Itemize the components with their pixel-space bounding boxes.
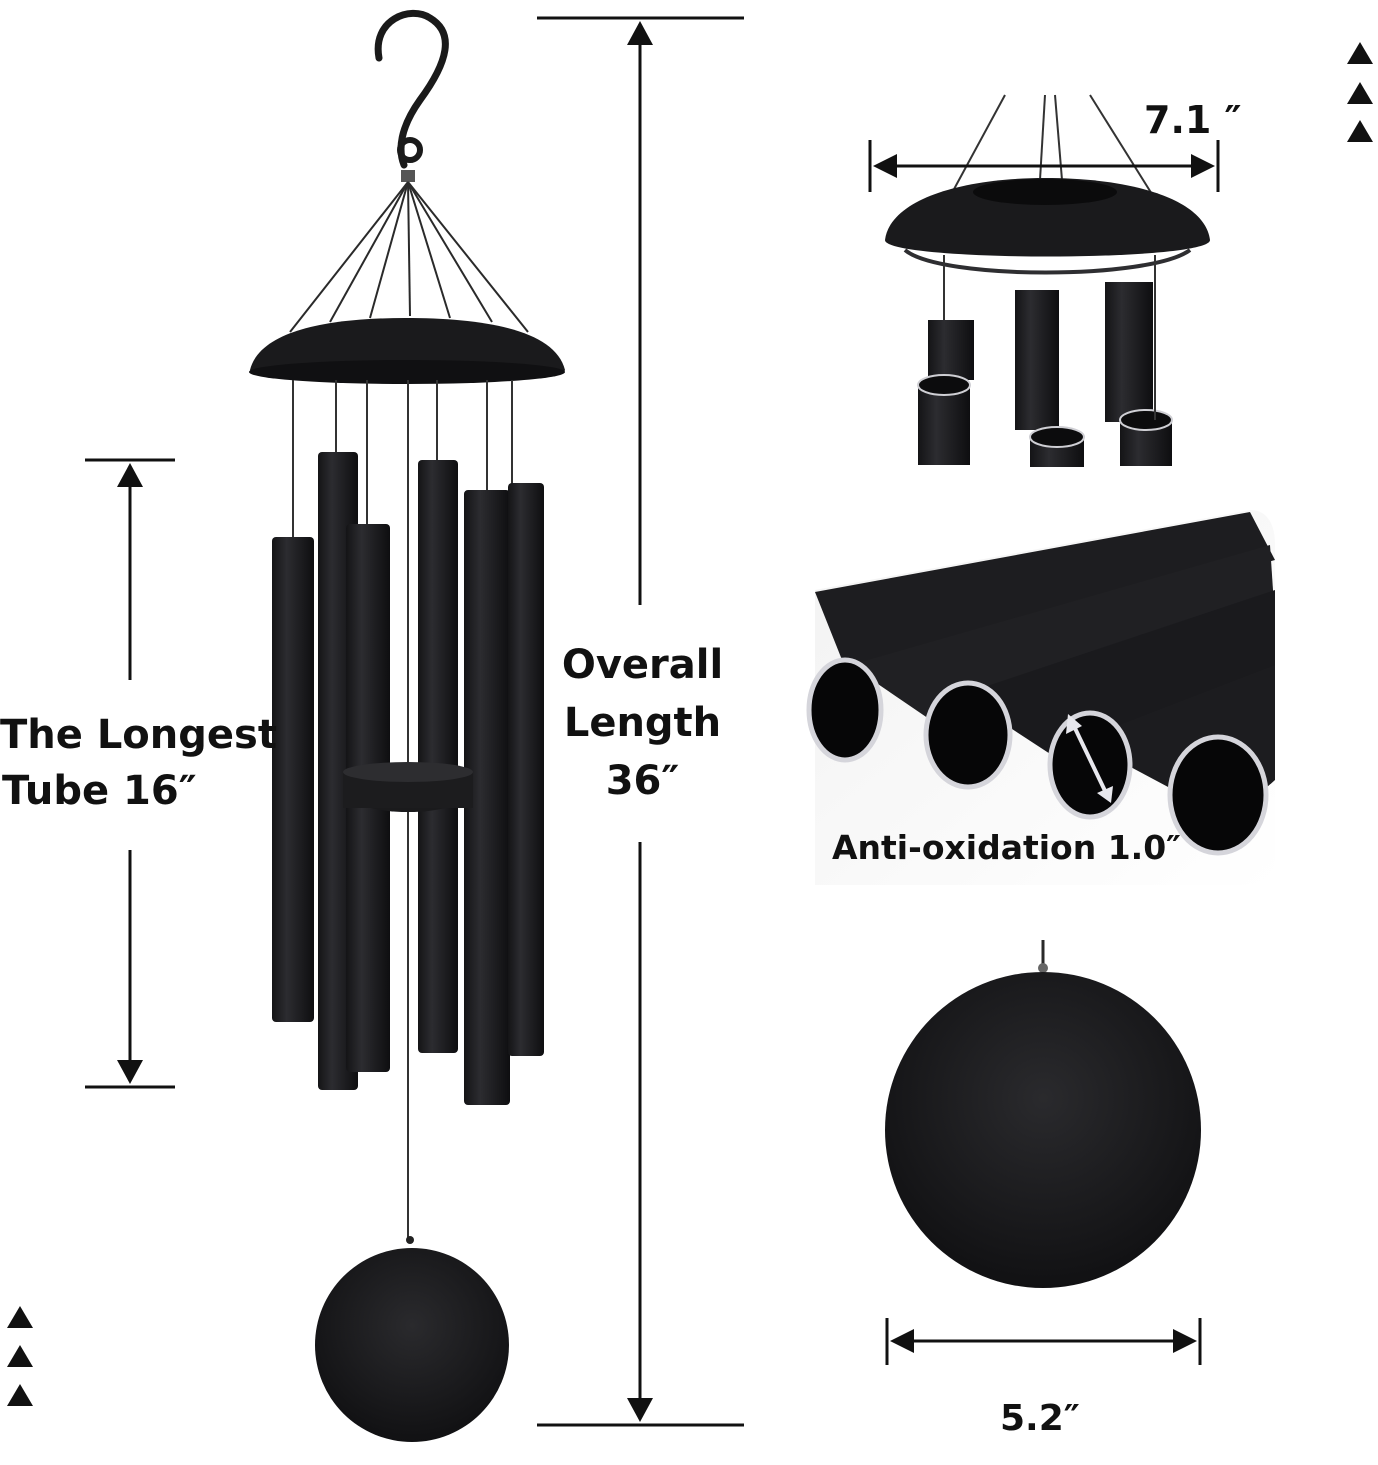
- longest-tube-value: Tube 16″: [2, 768, 197, 814]
- sail-detail-photo: [826, 935, 1221, 1305]
- overall-line-2: Length: [563, 700, 722, 746]
- sail-diameter-label: 5.2″: [1000, 1398, 1080, 1439]
- overall-line-1: Overall: [561, 642, 724, 688]
- main-wind-chime: [249, 10, 565, 1442]
- tube-closeup-photo: [806, 510, 1275, 885]
- ring-diameter-dimension: [868, 140, 1220, 192]
- longest-tube-dimension: [85, 458, 175, 1089]
- overall-length-label: Overall Length 36″: [545, 636, 740, 810]
- overall-length-dimension: [537, 16, 744, 1427]
- tube-diameter-label: Anti-oxidation 1.0″: [832, 828, 1181, 867]
- longest-tube-label: The Longest: [0, 712, 277, 758]
- cap-detail-photo: [885, 94, 1210, 467]
- overall-line-3: 36″: [605, 758, 680, 804]
- decorative-triangles-top-right: [1347, 42, 1373, 142]
- ring-diameter-label: 7.1 ″: [1144, 98, 1242, 142]
- sail-diameter-dimension: [885, 1318, 1202, 1365]
- hook-icon: [374, 10, 449, 169]
- decorative-triangles-bottom-left: [7, 1306, 33, 1406]
